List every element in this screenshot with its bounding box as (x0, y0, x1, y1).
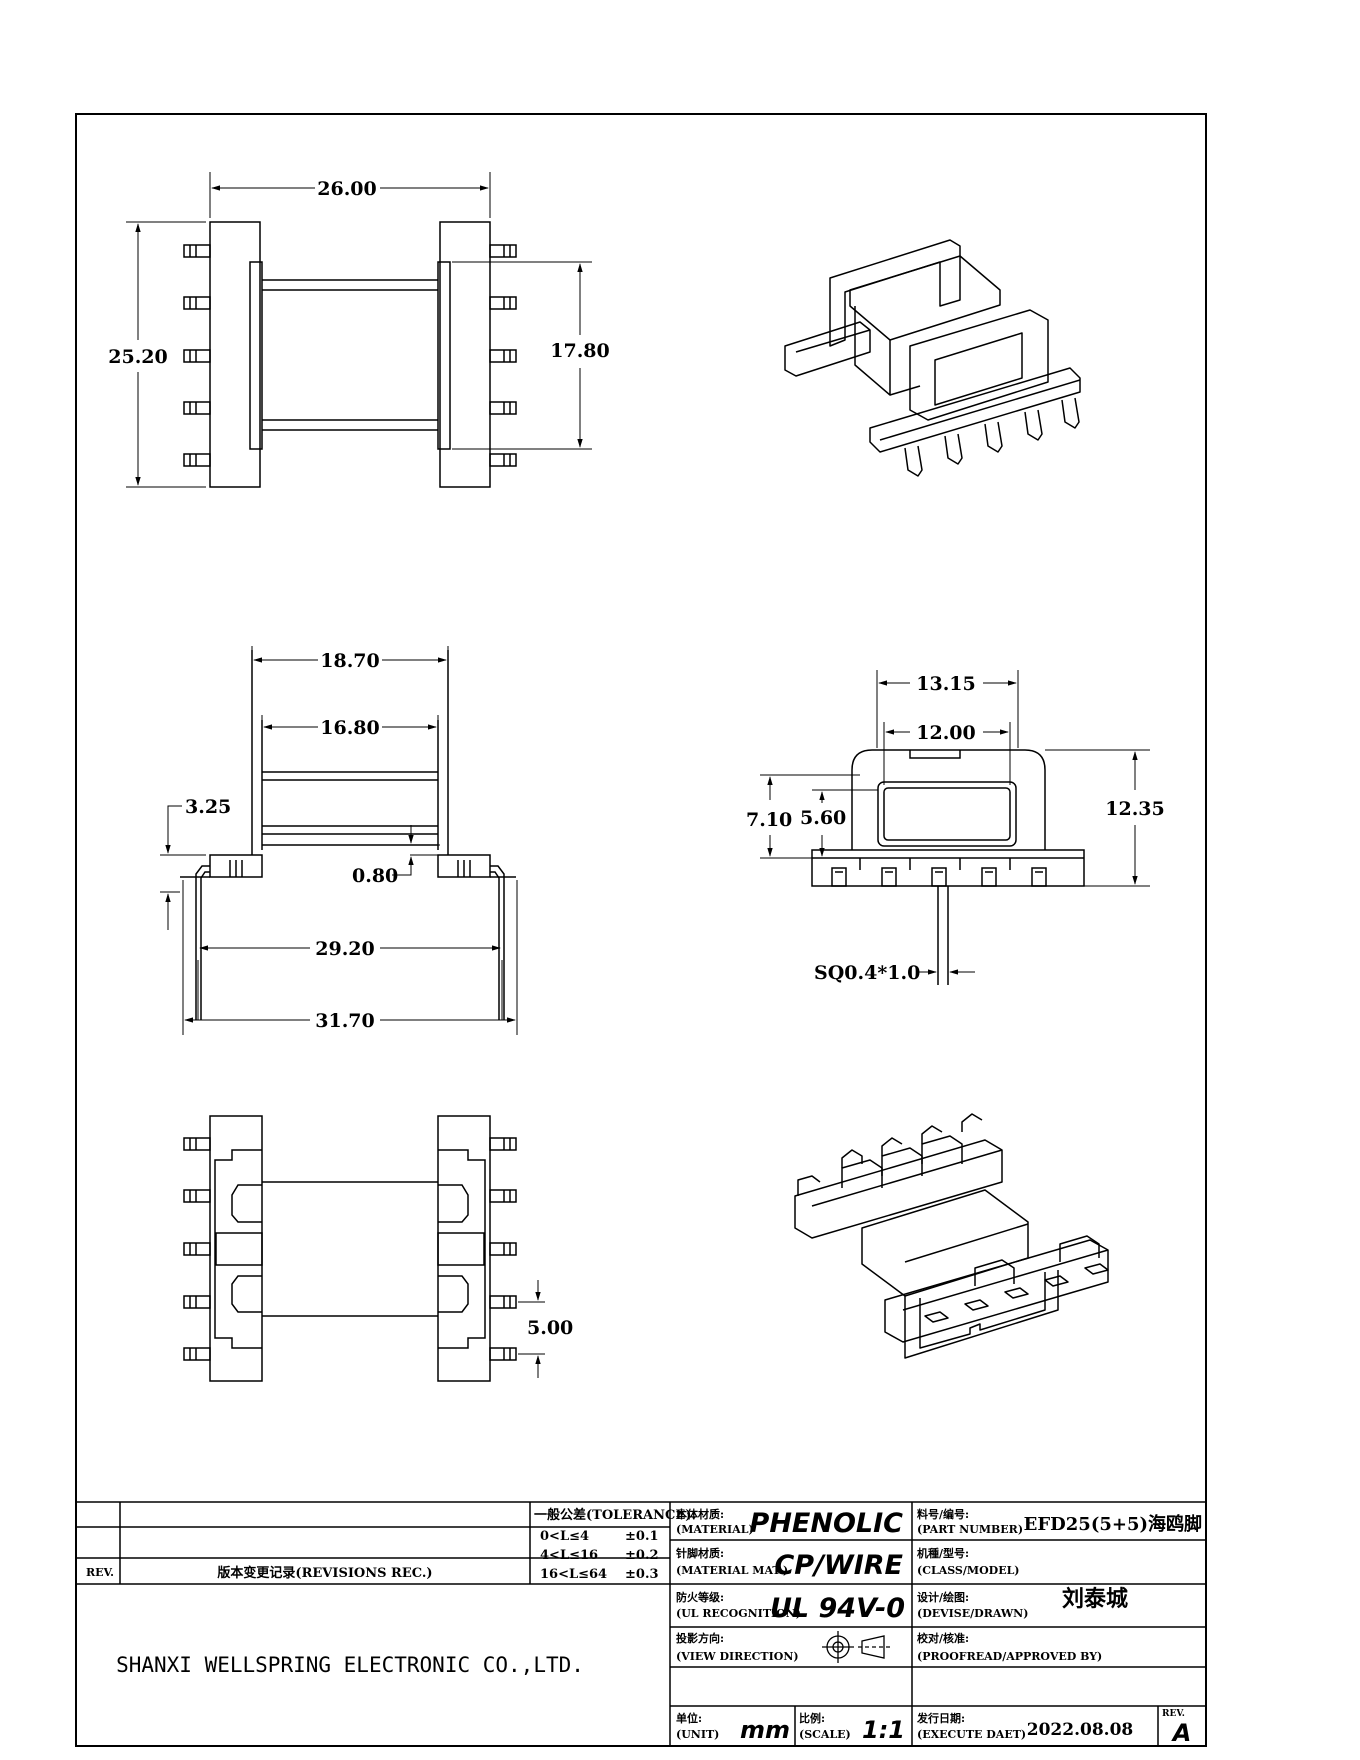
bottom-view (183, 1115, 545, 1382)
dim-bottom-pitch: 5.00 (527, 1317, 573, 1339)
top-view-right-pins (489, 244, 517, 467)
dim-side-top-width: 18.70 (320, 650, 380, 672)
top-view-left-pins (183, 244, 211, 467)
designer-name: 刘泰城 (1062, 1586, 1128, 1612)
dim-side-gap: 0.80 (352, 865, 398, 887)
front-view-pins (831, 858, 1047, 887)
class-label-en: (CLASS/MODEL) (917, 1564, 1020, 1577)
material-label-en: (MATERIAL) (676, 1523, 754, 1536)
dim-front-outer-width: 13.15 (916, 673, 976, 695)
pin-material-label-cn: 针脚材质: (676, 1546, 724, 1560)
dim-top-height: 25.20 (108, 346, 168, 368)
dim-top-inner-height: 17.80 (550, 340, 610, 362)
tolerance-range-2: 4<L≤16 (540, 1548, 598, 1563)
tolerance-value-3: ±0.3 (625, 1567, 659, 1582)
design-label-cn: 设计/绘图: (917, 1590, 969, 1604)
approve-label-en: (PROOFREAD/APPROVED BY) (917, 1650, 1102, 1663)
tolerance-range-3: 16<L≤64 (540, 1567, 607, 1582)
iso-view-top (784, 239, 1081, 477)
date-label-en: (EXECUTE DAET) (917, 1728, 1026, 1741)
rev-value: A (1171, 1719, 1192, 1747)
dim-pin-size: SQ0.4*1.0 (814, 962, 920, 984)
part-value: EFD25(5+5)海鸥脚 (1024, 1513, 1202, 1535)
pin-material-value: CP/WIRE (774, 1550, 903, 1581)
revisions-label: 版本变更记录(REVISIONS REC.) (217, 1565, 432, 1581)
projection-symbol-icon (822, 1631, 890, 1663)
scale-value: 1:1 (862, 1716, 905, 1744)
pin-material-label-en: (MATERIAL MAT.) (676, 1564, 788, 1577)
unit-value: mm (740, 1716, 790, 1744)
drawing-border (75, 113, 1207, 1747)
part-label-cn: 料号/编号: (917, 1507, 969, 1521)
tolerance-value-1: ±0.1 (625, 1529, 659, 1544)
dim-front-inner-width: 12.00 (916, 722, 976, 744)
company-name: SHANXI WELLSPRING ELECTRONIC CO.,LTD. (116, 1653, 584, 1677)
date-label-cn: 发行日期: (916, 1711, 965, 1725)
part-label-en: (PART NUMBER) (917, 1523, 1023, 1536)
scale-label-cn: 比例: (799, 1711, 825, 1725)
dim-side-flange: 3.25 (185, 796, 231, 818)
design-label-en: (DEVISE/DRAWN) (917, 1607, 1028, 1620)
view-label-cn: 投影方向: (676, 1631, 724, 1645)
scale-label-en: (SCALE) (799, 1728, 851, 1741)
ul-label-en: (UL RECOGNITION) (676, 1607, 801, 1620)
tolerance-value-2: ±0.2 (625, 1548, 659, 1563)
rev-label: REV. (86, 1566, 114, 1579)
dim-side-inner-width: 16.80 (320, 717, 380, 739)
date-value: 2022.08.08 (1027, 1720, 1133, 1740)
dim-top-width: 26.00 (317, 178, 377, 200)
title-block-lines (76, 1501, 1206, 1746)
ul-label-cn: 防火等级: (676, 1590, 724, 1604)
front-view (760, 670, 1150, 985)
dim-side-span-outer: 31.70 (315, 1010, 375, 1032)
iso-view-bottom (794, 1113, 1109, 1359)
approve-label-cn: 校对/核准: (917, 1631, 969, 1645)
tolerance-label: 一般公差(TOLERANCE): (534, 1507, 696, 1523)
unit-label-en: (UNIT) (676, 1728, 719, 1741)
unit-label-cn: 单位: (676, 1711, 702, 1725)
dim-side-span-inner: 29.20 (315, 938, 375, 960)
class-label-cn: 机種/型号: (917, 1546, 969, 1560)
material-value: PHENOLIC (750, 1508, 904, 1539)
dim-front-height-a: 7.10 (746, 809, 792, 831)
top-view (126, 172, 592, 488)
view-label-en: (VIEW DIRECTION) (676, 1650, 799, 1663)
dim-front-total-height: 12.35 (1105, 798, 1165, 820)
material-label-cn: 本体材质: (676, 1507, 724, 1521)
ul-value: UL 94V-0 (770, 1593, 905, 1624)
dim-front-height-b: 5.60 (800, 807, 846, 829)
rev-small-label: REV. (1162, 1709, 1185, 1719)
tolerance-range-1: 0<L≤4 (540, 1529, 589, 1544)
side-view (160, 646, 518, 1035)
bottom-view-right-pins (489, 1137, 517, 1361)
bottom-view-left-pins (183, 1137, 211, 1361)
